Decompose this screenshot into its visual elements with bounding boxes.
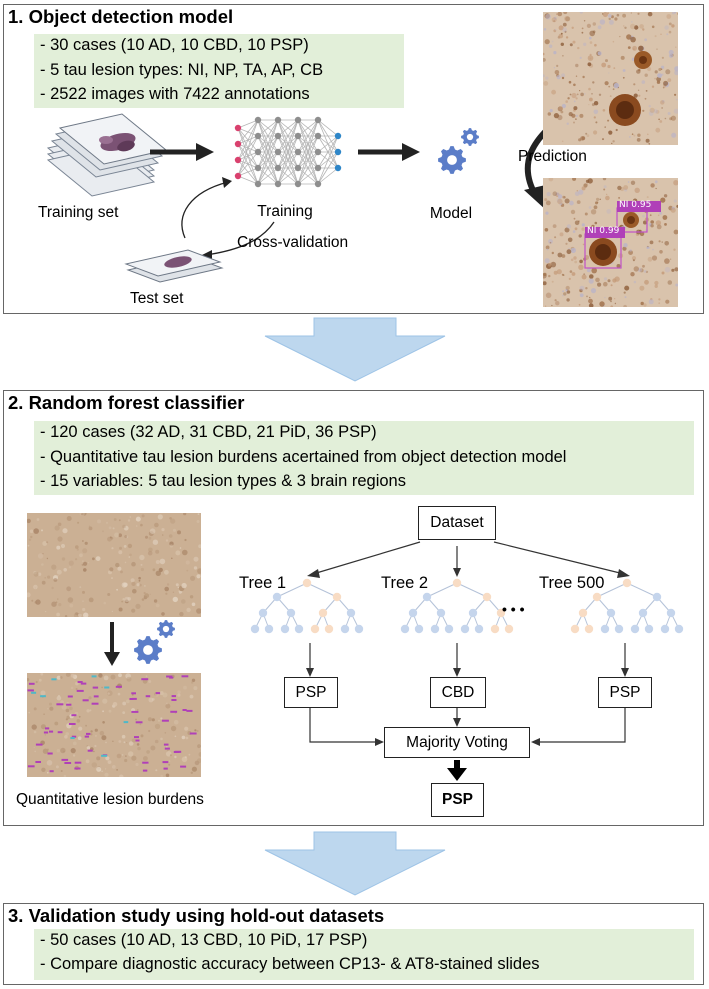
training-label: Training	[257, 203, 313, 220]
panel2-bullets: - 120 cases (32 AD, 31 CBD, 21 PiD, 36 P…	[34, 421, 694, 495]
panel3-bullets: - 50 cases (10 AD, 13 CBD, 10 PiD, 17 PS…	[34, 929, 694, 980]
tree-500-prediction: PSP	[598, 677, 652, 708]
microscopy-input-image	[543, 12, 678, 145]
tissue-slide-image	[27, 513, 201, 617]
detection-1-class: NI	[619, 200, 629, 210]
detection-2-score: 0.99	[599, 226, 620, 236]
panel2-bullet-2: - Quantitative tau lesion burdens acerta…	[40, 448, 567, 466]
panel1-graphics	[46, 111, 568, 283]
panel1-bullet-3: - 2522 images with 7422 annotations	[40, 85, 310, 103]
panel1-bullets: - 30 cases (10 AD, 10 CBD, 10 PSP) - 5 t…	[34, 34, 404, 108]
tree-2-label: Tree 2	[381, 574, 429, 592]
dataset-node: Dataset	[418, 506, 496, 540]
test-slide-icon	[124, 249, 224, 283]
neural-network-icon	[234, 116, 342, 188]
tree-1-prediction-label: PSP	[295, 683, 327, 701]
panel3-bullet-1: - 50 cases (10 AD, 13 CBD, 10 PiD, 17 PS…	[40, 931, 368, 949]
panel1-title: 1. Object detection model	[8, 6, 234, 27]
panel2-title: 2. Random forest classifier	[8, 392, 245, 413]
final-prediction-label: PSP	[441, 791, 473, 808]
detection-1-score: 0.95	[631, 200, 652, 210]
panel2-bullet-1: - 120 cases (32 AD, 31 CBD, 21 PiD, 36 P…	[40, 423, 377, 441]
trees-ellipsis: • • •	[502, 601, 525, 617]
dataset-label: Dataset	[430, 514, 484, 531]
majority-voting-node: Majority Voting	[384, 727, 530, 758]
microscopy-prediction-image: NI 0.95 NI 0.99	[543, 178, 678, 307]
tissue-annotated-image	[27, 673, 201, 777]
panel1-bullet-1: - 30 cases (10 AD, 10 CBD, 10 PSP)	[40, 36, 309, 54]
gear-icon	[438, 146, 466, 174]
final-prediction-node: PSP	[431, 783, 484, 817]
training-slides-stack	[46, 113, 168, 197]
tree-500-label: Tree 500	[539, 574, 605, 592]
flow-arrow-2	[264, 831, 446, 896]
cross-validation-label: Cross-validation	[237, 234, 349, 251]
detection-label-1: NI 0.95	[619, 200, 651, 210]
tree-2-prediction: CBD	[430, 677, 486, 708]
detection-label-2: NI 0.99	[587, 226, 619, 236]
prediction-label: Prediction	[518, 148, 587, 165]
quantitative-lesion-label: Quantitative lesion burdens	[16, 791, 204, 808]
detection-2-class: NI	[587, 226, 597, 236]
panel2-bullet-3: - 15 variables: 5 tau lesion types & 3 b…	[40, 472, 406, 490]
tree-1-prediction: PSP	[284, 677, 338, 708]
tree-500-prediction-label: PSP	[609, 683, 641, 701]
training-set-label: Training set	[38, 204, 119, 221]
tree-1-label: Tree 1	[239, 574, 287, 592]
panel3-title: 3. Validation study using hold-out datas…	[8, 905, 385, 926]
panel1-bullet-2: - 5 tau lesion types: NI, NP, TA, AP, CB	[40, 61, 324, 79]
test-set-label: Test set	[130, 290, 184, 307]
gear-small-icon	[461, 128, 479, 146]
panel3-bullet-2: - Compare diagnostic accuracy between CP…	[40, 955, 540, 973]
tree-2-prediction-label: CBD	[441, 683, 475, 701]
model-label: Model	[429, 205, 473, 222]
majority-voting-label: Majority Voting	[406, 733, 508, 751]
